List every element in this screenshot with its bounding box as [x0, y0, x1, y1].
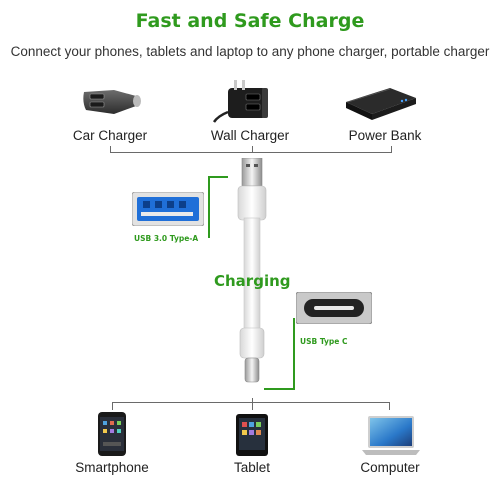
source-bus-line — [110, 152, 392, 153]
device-drop-line-computer — [389, 402, 390, 410]
device-drop-line-tablet — [252, 398, 253, 410]
laptop-icon — [362, 416, 420, 455]
usb-a-label: USB 3.0 Type-A — [134, 234, 199, 243]
usb-c-port-icon — [296, 292, 372, 324]
usb-c-callout-line-bottom — [264, 388, 295, 390]
charging-status: Charging — [214, 272, 291, 290]
device-label-computer: Computer — [360, 460, 420, 475]
device-bus-line — [112, 402, 390, 403]
source-drop-line-wall — [252, 146, 253, 153]
page-subtitle: Connect your phones, tablets and laptop … — [10, 44, 490, 59]
car-charger-icon — [83, 90, 141, 114]
page-title: Fast and Safe Charge — [135, 10, 365, 32]
charging-cable — [237, 158, 267, 383]
wall-charger-icon — [212, 80, 268, 123]
usb-c-callout-line — [293, 318, 295, 390]
usb-a-callout-line — [208, 176, 210, 238]
power-bank-icon — [346, 88, 416, 120]
usb-c-label: USB Type C — [300, 337, 348, 346]
device-label-smartphone: Smartphone — [75, 460, 149, 475]
source-label-power-bank: Power Bank — [348, 128, 422, 143]
usb-a-callout-line-top — [208, 176, 228, 178]
smartphone-icon — [98, 412, 126, 456]
source-label-car-charger: Car Charger — [72, 128, 148, 143]
device-label-tablet: Tablet — [233, 460, 271, 475]
device-drop-line-phone — [112, 402, 113, 410]
source-drop-line-car — [110, 146, 111, 153]
source-label-wall-charger: Wall Charger — [210, 128, 290, 143]
usb3-port-icon — [132, 192, 204, 226]
source-drop-line-power — [391, 146, 392, 153]
tablet-icon — [236, 414, 268, 456]
